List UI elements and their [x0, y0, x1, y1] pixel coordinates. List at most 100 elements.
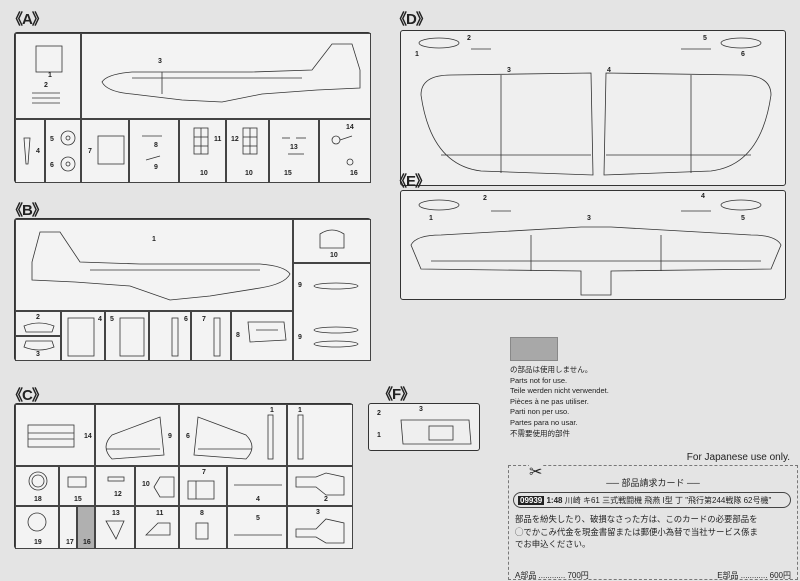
- part-cell: 6: [149, 311, 191, 361]
- section-f-title: 《F》: [378, 386, 415, 403]
- part-number: 6: [184, 316, 188, 323]
- part-number: 4: [607, 67, 611, 74]
- sprue-d: 1 2 3 4 5 6: [400, 30, 786, 186]
- part-cell: 1 2: [15, 33, 81, 119]
- sprue-e: 1 2 3 4 5: [400, 190, 786, 300]
- part-number: 4: [701, 193, 705, 200]
- part-number: 6: [50, 162, 54, 169]
- part-number: 4: [36, 148, 40, 155]
- part-number: 8: [200, 510, 204, 517]
- part-number: 12: [231, 136, 239, 143]
- part-number: 5: [50, 136, 54, 143]
- notice-line: Pièces à ne pas utiliser.: [510, 396, 589, 406]
- part-number: 16: [83, 539, 91, 546]
- part-number: 14: [346, 124, 354, 131]
- part-number: 2: [467, 35, 471, 42]
- part-number: 9: [298, 334, 302, 341]
- part-number: 1: [377, 432, 381, 439]
- part-number: 3: [587, 215, 591, 222]
- card-title: ── 部品請求カード ──: [606, 478, 700, 488]
- part-number: 17: [66, 539, 74, 546]
- part-number: 13: [290, 144, 298, 151]
- section-d-title: 《D》: [392, 11, 431, 28]
- part-number: 18: [34, 496, 42, 503]
- part-number: 2: [324, 496, 328, 503]
- price-row: A部品 ............ 700円 E部品 ............ 6…: [515, 570, 791, 581]
- part-cell: 7: [179, 466, 227, 506]
- part-number: 10: [245, 170, 253, 177]
- part-cell-not-used: 16: [77, 506, 95, 549]
- part-number: 3: [316, 509, 320, 516]
- section-e-title: 《E》: [392, 173, 430, 190]
- part-cell: 5: [105, 311, 149, 361]
- scissors-icon: ✂: [529, 462, 543, 482]
- part-number: 1: [415, 51, 419, 58]
- notice-line: 不需要使用的部件: [510, 428, 570, 438]
- part-cell: 11 10: [179, 119, 226, 183]
- part-number: 1: [48, 72, 52, 79]
- part-cell: 17: [59, 506, 77, 549]
- part-number: 6: [741, 51, 745, 58]
- part-number: 3: [158, 58, 162, 65]
- section-b-title: 《B》: [8, 202, 47, 219]
- not-used-notice: の部品は使用しません。 Parts not for use. Teile wer…: [510, 365, 609, 439]
- product-name: 川崎 キ61 三式戦闘機 飛燕 I型 丁 "飛行第244戦隊 62号機": [564, 496, 772, 505]
- section-a-title: 《A》: [8, 11, 47, 28]
- card-body-line: ◯でかこみ代金を現金書留または郵便小為替で当社サービス係ま: [515, 526, 758, 537]
- product-code: 09939: [518, 496, 545, 505]
- part-number: 1: [152, 236, 156, 243]
- part-number: 7: [88, 148, 92, 155]
- part-number: 2: [377, 410, 381, 417]
- part-number: 12: [114, 491, 122, 498]
- notice-line: Teile werden nicht verwendet.: [510, 386, 609, 396]
- part-number: 7: [202, 469, 206, 476]
- card-body: 部品を紛失したり、破損なさった方は、このカードの必要部品を ◯でかこみ代金を現金…: [515, 513, 758, 551]
- part-number: 5: [110, 316, 114, 323]
- part-cell: 3: [287, 506, 353, 549]
- part-number: 2: [44, 82, 48, 89]
- part-number: 15: [284, 170, 292, 177]
- part-cell: 5: [227, 506, 287, 549]
- part-cell: 7: [81, 119, 129, 183]
- card-body-line: でお申込ください。: [515, 539, 591, 549]
- part-number: 2: [36, 314, 40, 321]
- part-cell: 11: [135, 506, 179, 549]
- product-scale: 1:48: [546, 496, 563, 505]
- part-cell: 2: [287, 466, 353, 506]
- part-cell: 2: [15, 311, 61, 336]
- part-number: 5: [703, 35, 707, 42]
- part-number: 3: [507, 67, 511, 74]
- part-cell: 4: [15, 119, 45, 183]
- part-number: 1: [298, 407, 302, 414]
- part-number: 9: [298, 282, 302, 289]
- part-cell: 10: [293, 219, 371, 263]
- parts-request-card: ✂ ── 部品請求カード ── 09939 1:48 川崎 キ61 三式戦闘機 …: [508, 462, 798, 581]
- part-number: 13: [112, 510, 120, 517]
- part-number: 15: [74, 496, 82, 503]
- part-number: 11: [214, 136, 222, 143]
- notice-line: Parts not for use.: [510, 375, 568, 385]
- part-number: 5: [741, 215, 745, 222]
- part-number: 9: [168, 433, 172, 440]
- part-cell: 18: [15, 466, 59, 506]
- price-item: E部品 ............ 600円: [717, 571, 791, 580]
- part-number: 4: [256, 496, 260, 503]
- part-cell: 13: [95, 506, 135, 549]
- part-cell: 1: [287, 404, 353, 466]
- part-cell: 4: [61, 311, 105, 361]
- part-cell: 3: [81, 33, 371, 119]
- section-c-title: 《C》: [8, 387, 47, 404]
- part-cell: 12 10: [226, 119, 269, 183]
- part-cell: 3: [15, 336, 61, 361]
- part-cell: 19: [15, 506, 59, 549]
- price-item: A部品 ............ 700円: [515, 571, 589, 580]
- part-number: 10: [200, 170, 208, 177]
